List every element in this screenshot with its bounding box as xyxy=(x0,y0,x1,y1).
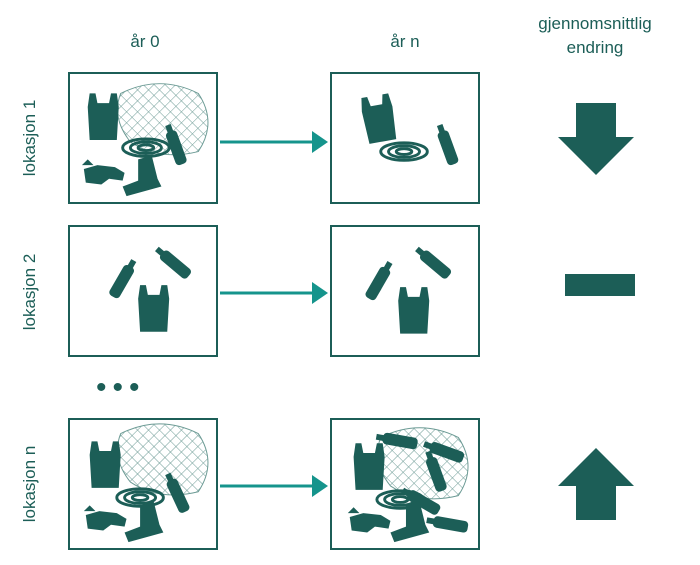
row-label-location-2: lokasjon 2 xyxy=(20,253,39,331)
litter-illustration xyxy=(347,427,469,543)
header-year-0: år 0 xyxy=(130,32,160,51)
location-2-year-0-box xyxy=(68,225,218,357)
header-average-change: gjennomsnittlig endring xyxy=(538,14,652,57)
arrow-right-icon xyxy=(220,475,328,497)
litter-illustration xyxy=(107,244,193,332)
arrow-right-icon xyxy=(220,282,328,304)
up-arrow-icon xyxy=(558,448,634,520)
row-label-location-n: lokasjon n xyxy=(20,445,39,523)
header-year-n: år n xyxy=(390,32,420,51)
litter-illustration xyxy=(359,92,460,167)
location-1-year-n-box xyxy=(330,72,480,204)
litter-illustration xyxy=(83,423,209,543)
location-n-year-n-box xyxy=(330,418,480,550)
arrow-right-icon xyxy=(220,131,328,153)
litter-illustration xyxy=(81,83,209,197)
dash-icon xyxy=(565,274,635,296)
ellipsis: ••• xyxy=(96,371,146,404)
location-1-year-0-box xyxy=(68,72,218,204)
location-2-year-n-box xyxy=(330,225,480,357)
litter-illustration xyxy=(364,244,453,334)
location-n-year-0-box xyxy=(68,418,218,550)
down-arrow-icon xyxy=(558,103,634,175)
row-label-location-1: lokasjon 1 xyxy=(20,99,39,177)
